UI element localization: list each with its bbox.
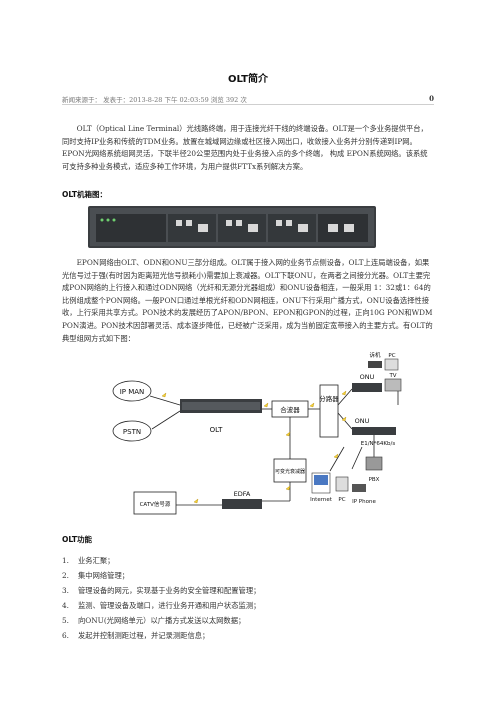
ipphone-icon [352,484,366,492]
pbx-label: PBX [369,477,380,483]
page-title: OLT简介 [227,74,269,85]
catv-label: CATV信号源 [140,500,171,508]
heading-chassis: OLT机箱图： [62,190,108,199]
pc-top-label: PC [388,353,395,359]
onu-mid-label: ONU [355,417,370,425]
network-diagram: IP MAN PSTN OLT 合波器 分路器 可变光衰减器 EDFA CATV… [112,351,402,515]
internet-label: Internet [310,497,333,503]
onu-top-label: ONU [360,373,375,381]
pc-bottom-icon [335,476,349,492]
pstn-label: PSTN [123,428,141,436]
olt-label: OLT [210,426,223,434]
attenuator-box [273,458,307,483]
meta-info: 新闻来源于： 发表于：2013-8-28 下午 02:03:59 浏览 392 … [62,96,247,104]
list-item: 4.监测、管理设备及端口，进行业务开通和用户状态监测； [62,601,261,610]
list-item: 6.发起并控制测距过程，并记录测距信息； [62,631,210,640]
functions-list: 1.业务汇聚； 2.集中网络管理； 3.管理设备的网元，实现基于业务的安全管理和… [62,553,434,643]
list-item: 5.向ONU(光网络单元）以广播方式发送以太网数据； [62,616,246,625]
ipphone-label: IP Phone [352,499,376,505]
onu-top-device [352,383,382,392]
onu-mid-device [352,427,396,435]
article-meta: 新闻来源于： 发表于：2013-8-28 下午 02:03:59 浏览 392 … [62,94,434,104]
pbx-icon [365,456,383,471]
combiner-box [271,400,309,418]
list-item: 1.业务汇聚； [62,556,115,565]
catv-box [133,491,177,515]
edfa-device [222,499,262,509]
splitter-box [319,384,339,438]
settop-label: 诉机 [369,351,381,359]
combiner-label: 合波器 [280,405,300,414]
tv-icon [384,378,402,392]
comment-count: 0 [429,94,434,103]
olt-chassis-image [88,206,376,248]
ip-man-cloud [112,380,152,402]
tv-label: TV [388,373,396,379]
pc-bottom-label: PC [338,497,345,503]
list-item: 2.集中网络管理； [62,571,130,580]
pc-top-icon [384,358,399,371]
body-paragraph: EPON网络由OLT、ODN和ONU三部分组成。OLT属于接入网的业务节点侧设备… [62,258,433,343]
divider [62,104,434,105]
attenuator-label: 可变光衰减器 [275,468,305,475]
list-item: 3.管理设备的网元，实现基于业务的安全管理和配置管理； [62,586,261,595]
edfa-label: EDFA [234,490,251,498]
splitter-label: 分路器 [319,394,339,403]
ip-man-label: IP MAN [120,388,145,396]
heading-functions: OLT功能 [62,535,93,544]
e1-label: E1/N*64Kb/s [361,441,396,447]
intro-paragraph: OLT（Optical Line Terminal）光线路终端，用于连接光纤干线… [62,124,428,171]
pstn-cloud [112,420,152,442]
